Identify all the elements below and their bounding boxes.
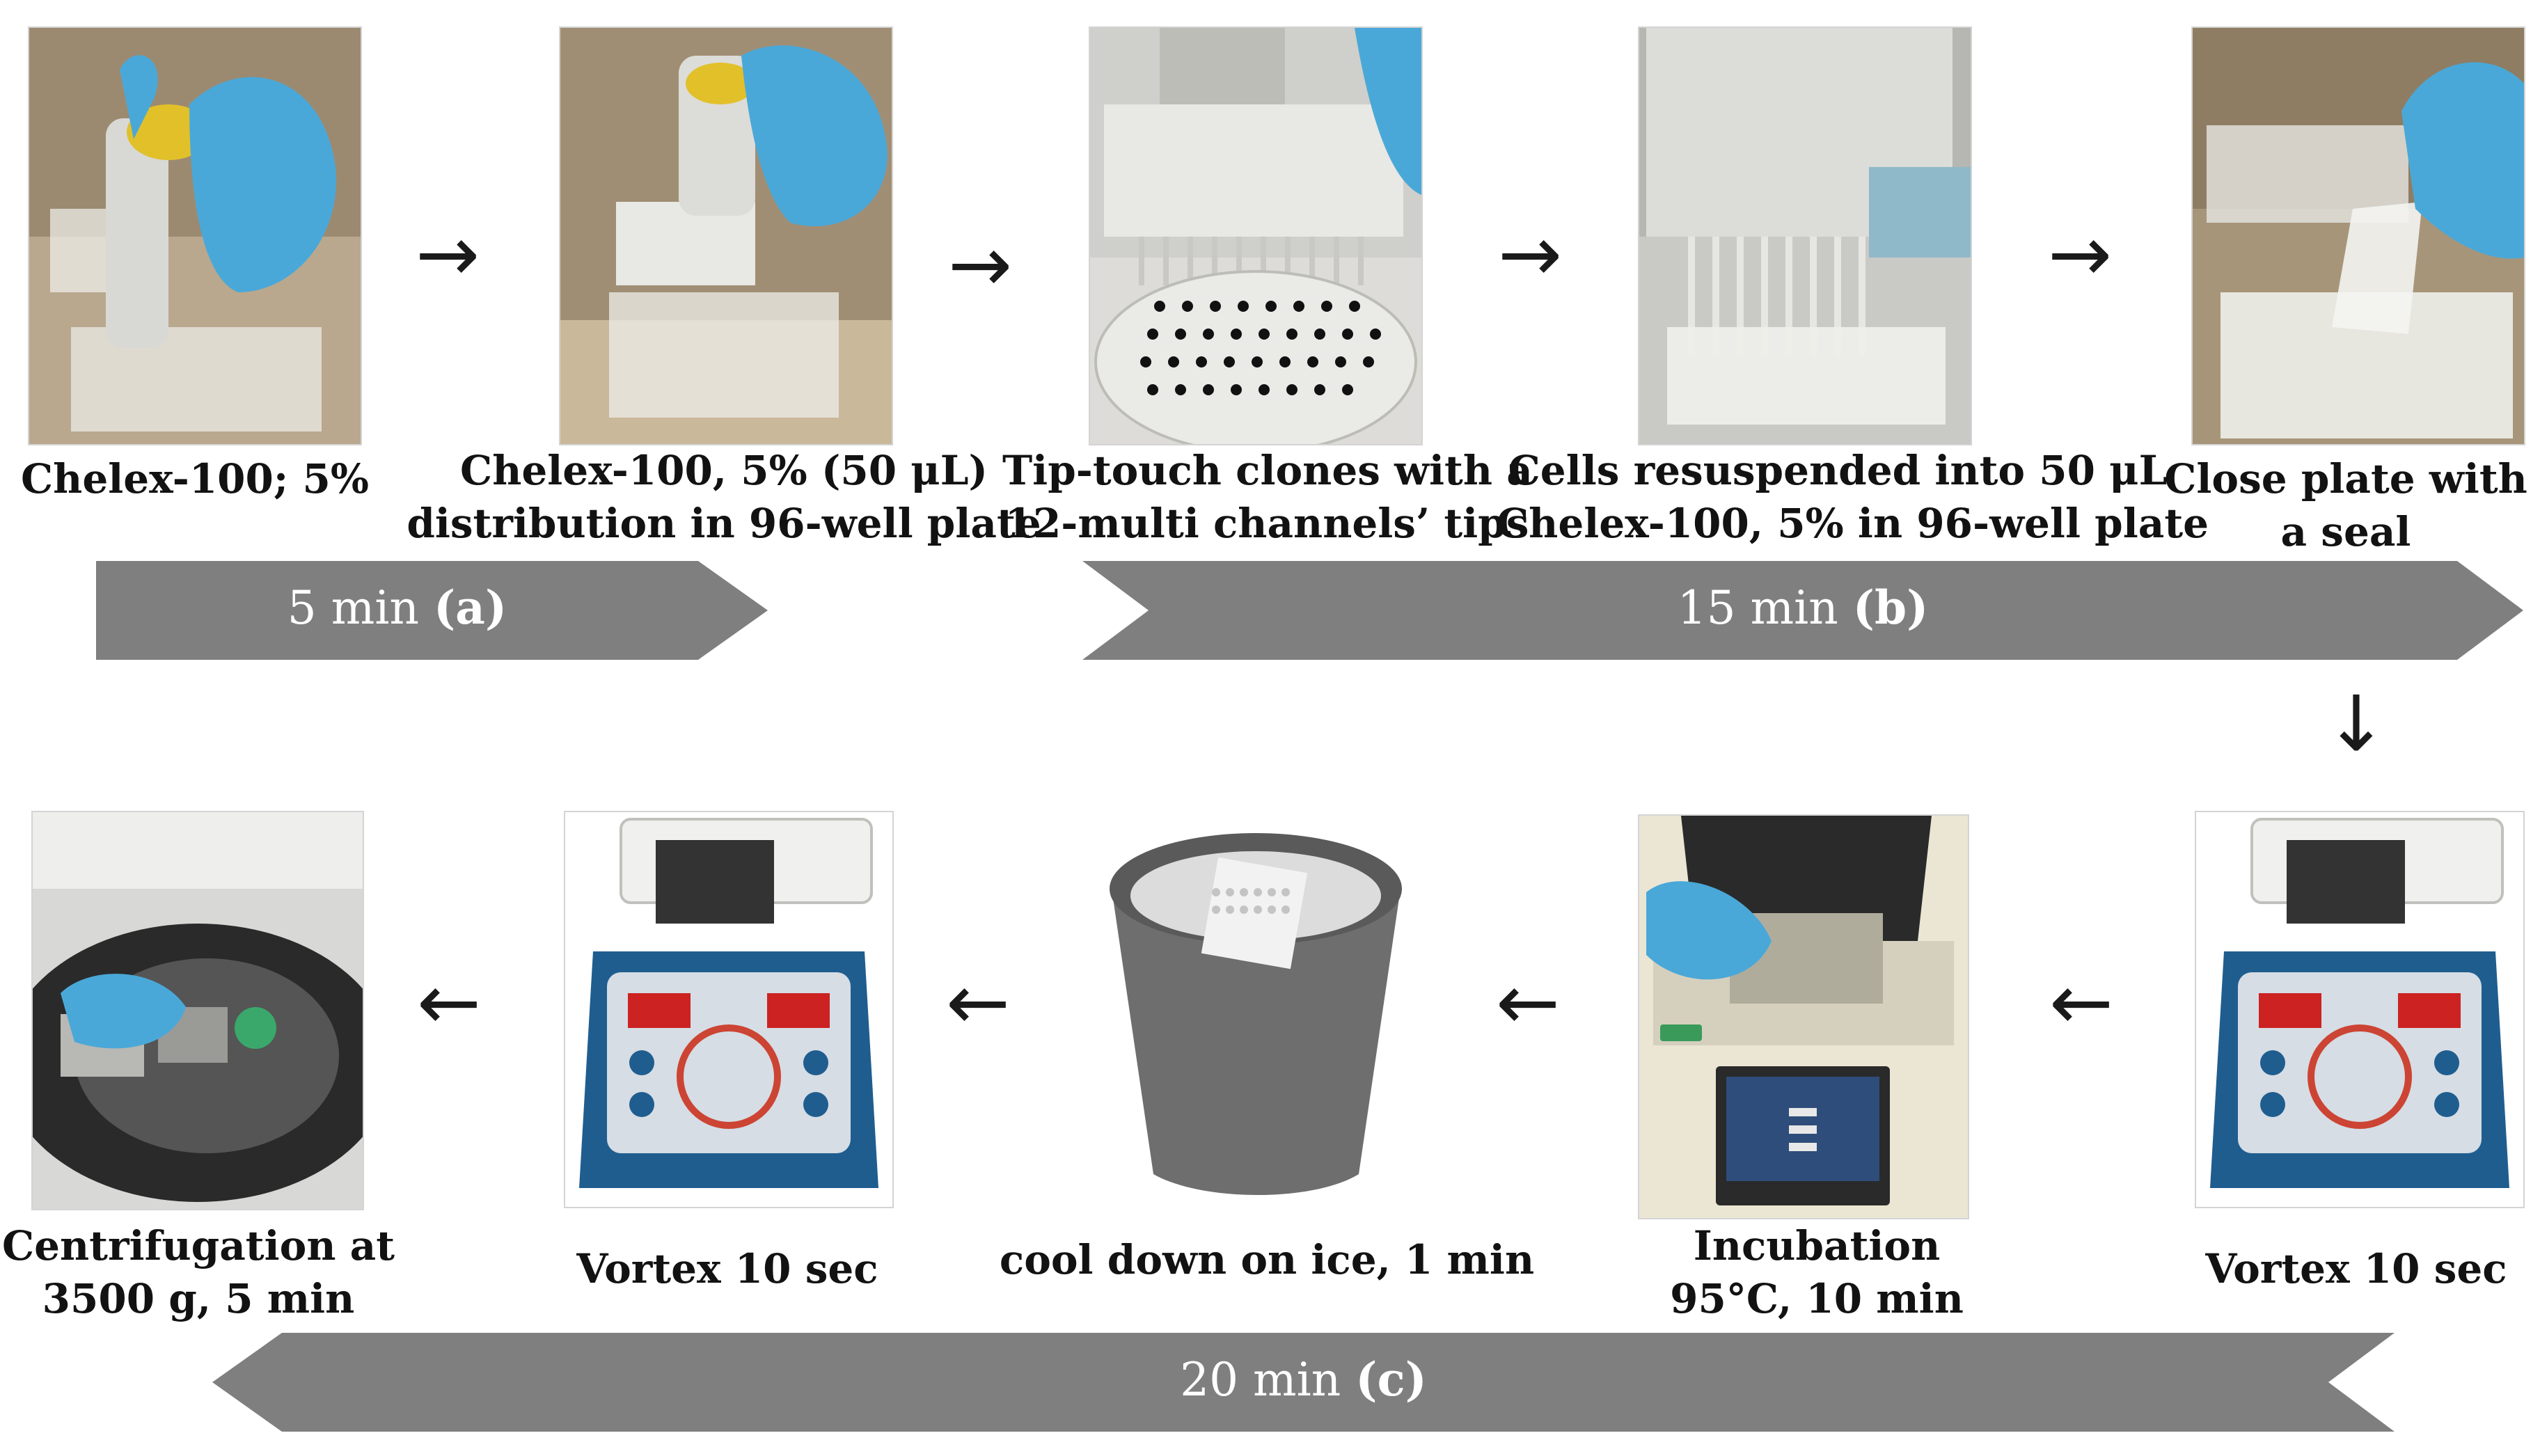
step-caption: cool down on ice, 1 min [999, 1236, 1535, 1283]
resuspend-photo [1638, 26, 1972, 445]
time-band-c: 20 min (c) [212, 1333, 2395, 1432]
ice-bucket-photo [1089, 811, 1423, 1210]
thermocycler-photo [1638, 814, 1969, 1219]
step-caption: Close plate with a seal [2164, 455, 2527, 555]
time-band-b: 15 min (b) [1082, 561, 2523, 660]
seal-photo [2191, 26, 2525, 445]
band-label: 20 min (c) [1180, 1352, 1427, 1407]
right-arrow-icon: → [947, 220, 1013, 309]
band-label: 15 min (b) [1677, 580, 1929, 635]
centrifuge-photo [31, 811, 364, 1210]
left-arrow-icon: ← [1495, 958, 1561, 1047]
step-caption: Vortex 10 sec [2205, 1245, 2507, 1292]
vortex-photo [564, 811, 894, 1208]
down-arrow-icon: ↓ [2324, 679, 2389, 768]
step-caption: Incubation 95°C, 10 min [1670, 1222, 1964, 1322]
right-arrow-icon: → [1497, 209, 1563, 299]
time-band-a: 5 min (a) [96, 561, 768, 660]
band-label: 5 min (a) [287, 580, 507, 635]
left-arrow-icon: ← [945, 958, 1011, 1047]
right-arrow-icon: → [2047, 209, 2113, 299]
step-caption: Vortex 10 sec [576, 1245, 878, 1292]
right-arrow-icon: → [415, 209, 480, 299]
step-caption: Cells resuspended into 50 μL Chelex-100,… [1497, 447, 2209, 547]
step-caption: Chelex-100; 5% [21, 455, 369, 503]
step-caption: Centrifugation at 3500 g, 5 min [1, 1222, 395, 1322]
step-caption: Tip-touch clones with a 12-multi channel… [1002, 447, 1533, 547]
left-arrow-icon: ← [2049, 958, 2114, 1047]
step-caption: Chelex-100, 5% (50 μL) distribution in 9… [407, 447, 1041, 547]
plate-distribution-photo [559, 26, 893, 445]
tip-touch-photo [1089, 26, 1423, 445]
vortex-photo [2195, 811, 2525, 1208]
pipette-photo [28, 26, 362, 445]
left-arrow-icon: ← [416, 958, 482, 1047]
